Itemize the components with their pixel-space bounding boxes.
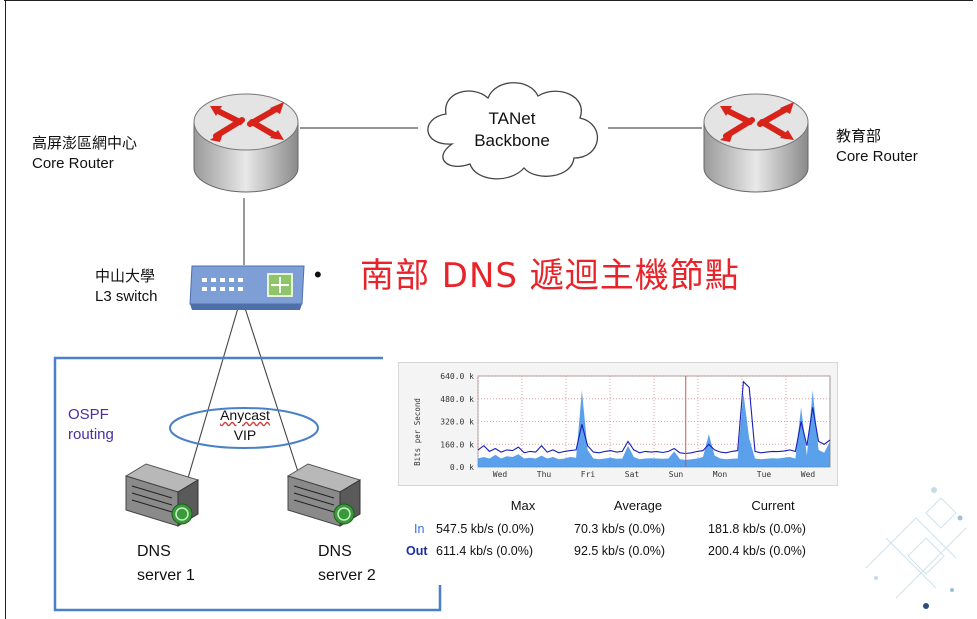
stats-table: Max Average Current In 547.5 kb/s (0.0%)… xyxy=(398,498,838,568)
stats-out-current: 200.4 kb/s (0.0%) xyxy=(708,544,806,558)
y-tick-label: 0.0 k xyxy=(450,463,474,472)
x-tick-label: Wed xyxy=(801,470,816,479)
dns-server-1-icon xyxy=(124,463,200,527)
decorative-corner-pattern xyxy=(865,487,967,609)
right-router-label: 教育部 Core Router xyxy=(836,128,918,165)
stats-in-average: 70.3 kb/s (0.0%) xyxy=(574,522,666,536)
dns-server-2-icon xyxy=(286,463,362,527)
link-switch-dns1 xyxy=(187,307,239,479)
stats-row-in-label: In xyxy=(414,522,425,536)
stats-out-max: 611.4 kb/s (0.0%) xyxy=(436,544,534,558)
y-tick-label: 480.0 k xyxy=(440,395,474,404)
ospf-label: OSPF routing xyxy=(68,406,114,443)
stats-header-average: Average xyxy=(613,498,663,513)
left-router-icon xyxy=(193,93,299,193)
dns-server-1-label: DNS server 1 xyxy=(137,543,195,584)
y-tick-label: 320.0 k xyxy=(440,418,474,427)
stats-row-out-label: Out xyxy=(406,544,428,558)
title-bullet: • xyxy=(314,262,322,287)
slide-left-border xyxy=(5,0,6,619)
x-tick-label: Sat xyxy=(625,470,640,479)
chart-y-label: Bits per Second xyxy=(413,398,422,466)
x-tick-label: Fri xyxy=(581,470,596,479)
stats-in-current: 181.8 kb/s (0.0%) xyxy=(708,522,806,536)
traffic-chart: 0.0 k 160.0 k 320.0 k 480.0 k 640.0 k Wed Thu… xyxy=(398,362,838,486)
right-router-icon xyxy=(703,93,809,193)
slide-top-border xyxy=(4,0,973,5)
ospf-box xyxy=(53,356,442,612)
series-out-line xyxy=(477,380,831,455)
dns-server-2-label: DNS server 2 xyxy=(318,543,376,584)
link-switch-dns2 xyxy=(244,307,301,479)
backbone-label: TANet Backbone xyxy=(474,109,550,150)
stats-in-max: 547.5 kb/s (0.0%) xyxy=(436,522,534,536)
stats-header-max: Max xyxy=(510,498,536,513)
switch-label: 中山大學 L3 switch xyxy=(95,268,158,305)
chart-series xyxy=(477,376,831,467)
backbone-cloud-icon xyxy=(427,82,598,180)
anycast-ellipse xyxy=(169,407,319,449)
slide-title: 南部 DNS 遞迴主機節點 xyxy=(360,256,740,296)
series-in-area xyxy=(478,390,830,467)
y-tick-label: 640.0 k xyxy=(440,372,474,381)
chart-y-ticks: 0.0 k 160.0 k 320.0 k 480.0 k 640.0 k xyxy=(440,372,474,472)
stats-header-current: Current xyxy=(751,498,795,513)
stats-out-average: 92.5 kb/s (0.0%) xyxy=(574,544,666,558)
x-tick-label: Sun xyxy=(669,470,684,479)
left-router-label: 高屏澎區網中心 Core Router xyxy=(32,135,138,172)
chart-x-ticks: Wed Thu Fri Sat Sun Mon Tue Wed xyxy=(493,470,816,479)
anycast-label: Anycast VIP xyxy=(220,407,270,443)
y-tick-label: 160.0 k xyxy=(440,440,474,449)
x-tick-label: Mon xyxy=(713,470,728,479)
l3-switch-icon xyxy=(189,265,305,310)
x-tick-label: Tue xyxy=(757,470,772,479)
x-tick-label: Wed xyxy=(493,470,508,479)
x-tick-label: Thu xyxy=(537,470,552,479)
